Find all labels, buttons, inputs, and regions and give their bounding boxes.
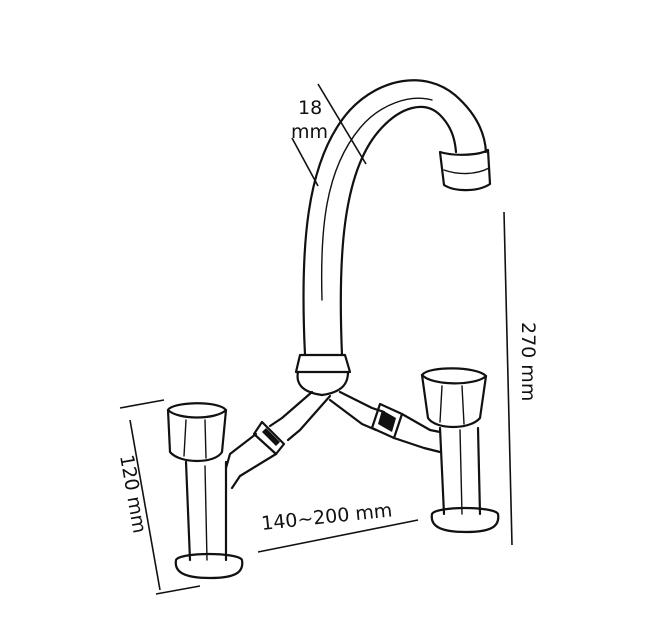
left-valve [166, 402, 244, 580]
spout-diameter-unit: mm [291, 121, 328, 143]
handle-height-label: 120 mm [115, 453, 150, 535]
right-valve [420, 367, 500, 534]
dimension-spout-diameter: 18 mm [291, 83, 367, 187]
height-label: 270 mm [517, 322, 539, 401]
bridge-arm-left [224, 390, 332, 490]
spout [302, 79, 492, 357]
bridge-arm-right [328, 390, 442, 454]
spout-diameter-value: 18 [298, 97, 322, 119]
dimension-center-spacing: 140~200 mm [257, 499, 419, 553]
center-collar [294, 353, 352, 397]
dimension-height: 270 mm [503, 211, 539, 546]
